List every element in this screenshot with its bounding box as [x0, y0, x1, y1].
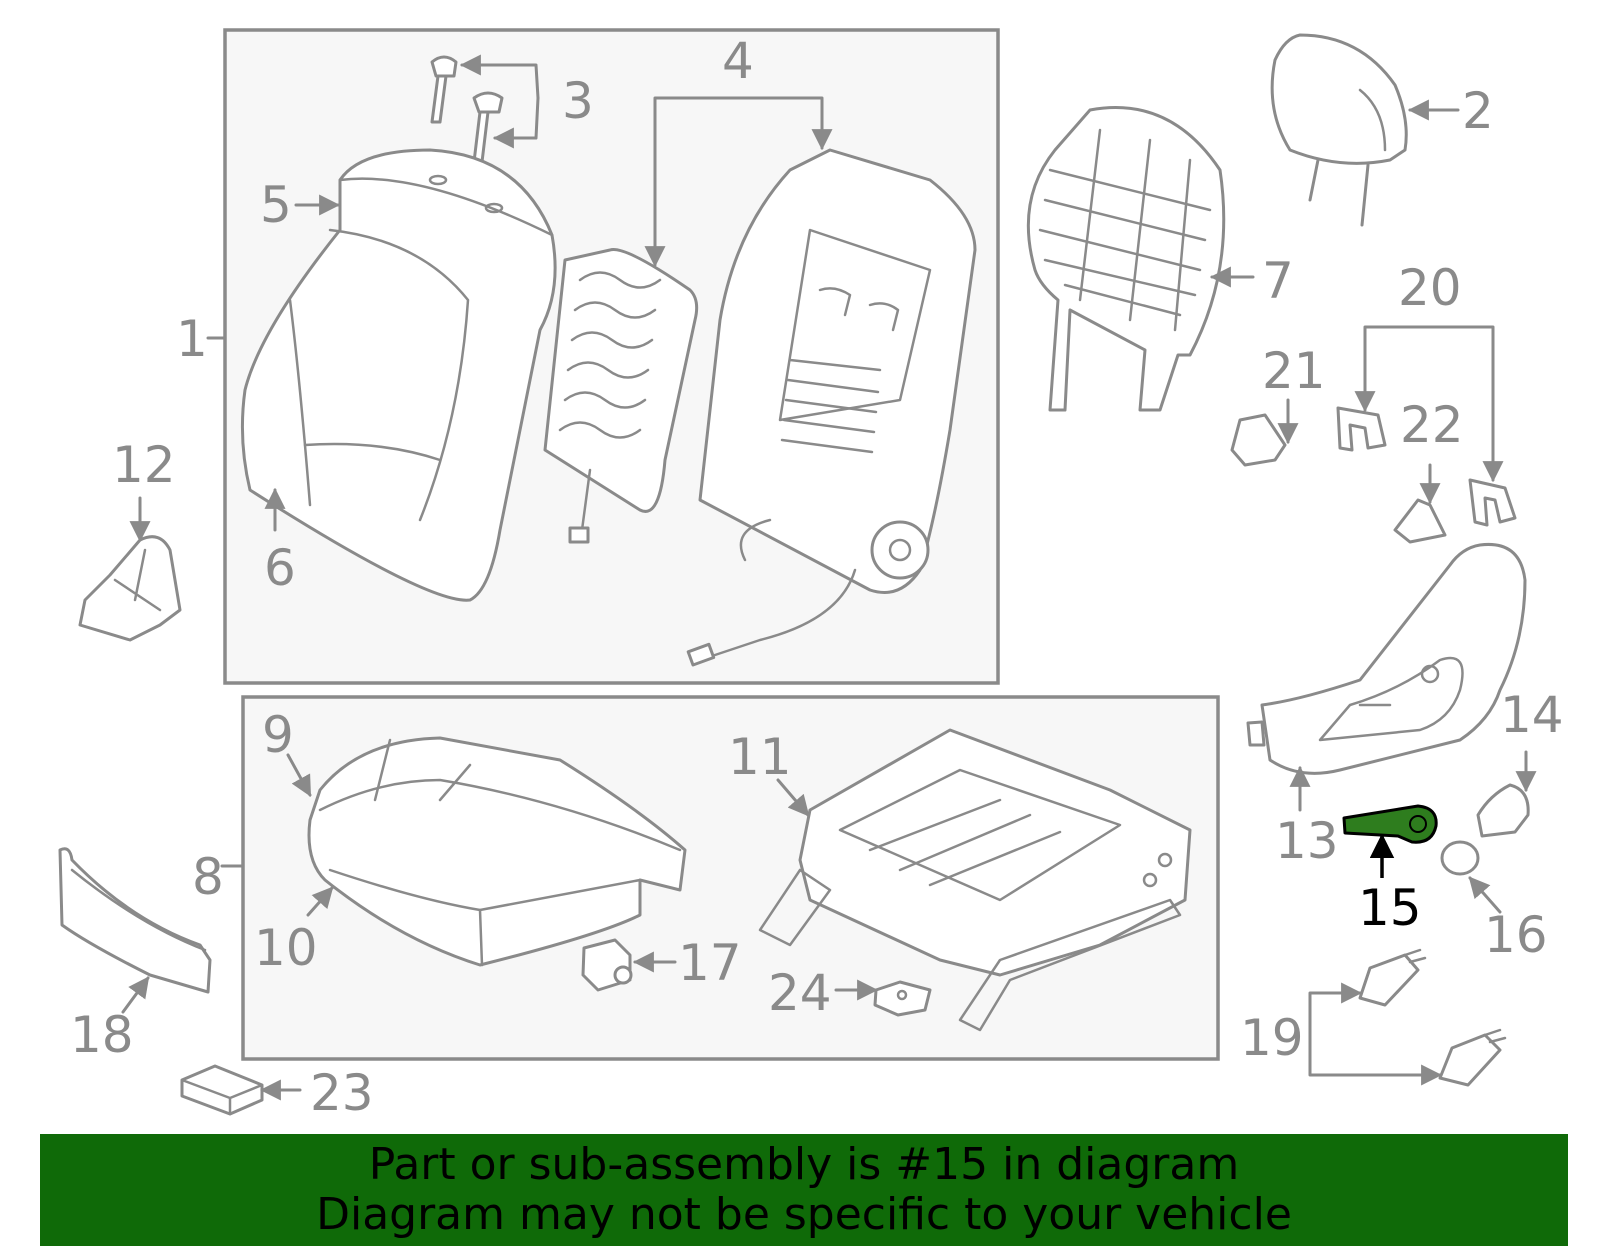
callout-6: 6	[264, 539, 296, 597]
callout-9: 9	[262, 706, 294, 764]
callout-17: 17	[678, 934, 742, 992]
part-22-clip[interactable]	[1393, 498, 1447, 544]
callout-15-highlighted: 15	[1358, 879, 1422, 937]
callout-8: 8	[192, 848, 224, 906]
info-banner: Part or sub-assembly is #15 in diagram D…	[40, 1134, 1568, 1246]
part-20-clip-a[interactable]	[1336, 406, 1387, 452]
callout-24: 24	[768, 964, 832, 1022]
part-24-bracket[interactable]	[873, 980, 932, 1017]
callout-12: 12	[112, 436, 176, 494]
callout-7: 7	[1262, 252, 1294, 310]
callout-23: 23	[310, 1064, 374, 1122]
part-21-clip[interactable]	[1230, 413, 1287, 467]
leader-lines	[121, 54, 1537, 1101]
part-15-lever-highlighted[interactable]	[1342, 804, 1438, 844]
part-2-headrest[interactable]	[1270, 33, 1408, 227]
callout-2: 2	[1462, 82, 1494, 140]
part-18-trim[interactable]	[58, 847, 212, 994]
callout-1: 1	[176, 310, 208, 368]
part-23-module[interactable]	[180, 1064, 264, 1116]
callout-10: 10	[254, 919, 318, 977]
callout-22: 22	[1400, 396, 1464, 454]
part-12-cover[interactable]	[78, 535, 182, 642]
callout-18: 18	[70, 1006, 134, 1064]
part-9-cushion-cover[interactable]	[307, 736, 687, 967]
part-7-seat-back-pad[interactable]	[1026, 106, 1226, 412]
banner-line-1: Part or sub-assembly is #15 in diagram	[368, 1139, 1240, 1190]
callout-14: 14	[1500, 686, 1564, 744]
banner-line-2: Diagram may not be specific to your vehi…	[316, 1189, 1292, 1240]
part-19-connector-a[interactable]	[1358, 948, 1427, 1007]
callout-21: 21	[1262, 342, 1326, 400]
part-20-clip-b[interactable]	[1468, 478, 1517, 527]
part-19-connector-b[interactable]	[1438, 1028, 1507, 1087]
part-14-cover[interactable]	[1476, 783, 1530, 838]
part-13-side-shield[interactable]	[1246, 542, 1527, 775]
callout-20: 20	[1398, 259, 1462, 317]
part-16-cap[interactable]	[1440, 840, 1480, 876]
callout-19: 19	[1240, 1009, 1304, 1067]
callout-3: 3	[562, 72, 594, 130]
part-4-spring-mat[interactable]	[543, 248, 699, 544]
callout-16: 16	[1484, 906, 1548, 964]
part-4-seat-back-frame[interactable]	[686, 148, 977, 667]
part-17-bracket[interactable]	[581, 938, 633, 992]
part-5-seat-back-cover[interactable]	[240, 148, 557, 602]
part-11-cushion-frame[interactable]	[758, 728, 1192, 1032]
callout-13: 13	[1275, 812, 1339, 870]
callout-11: 11	[728, 728, 792, 786]
callout-5: 5	[260, 176, 292, 234]
callout-4: 4	[722, 32, 754, 90]
